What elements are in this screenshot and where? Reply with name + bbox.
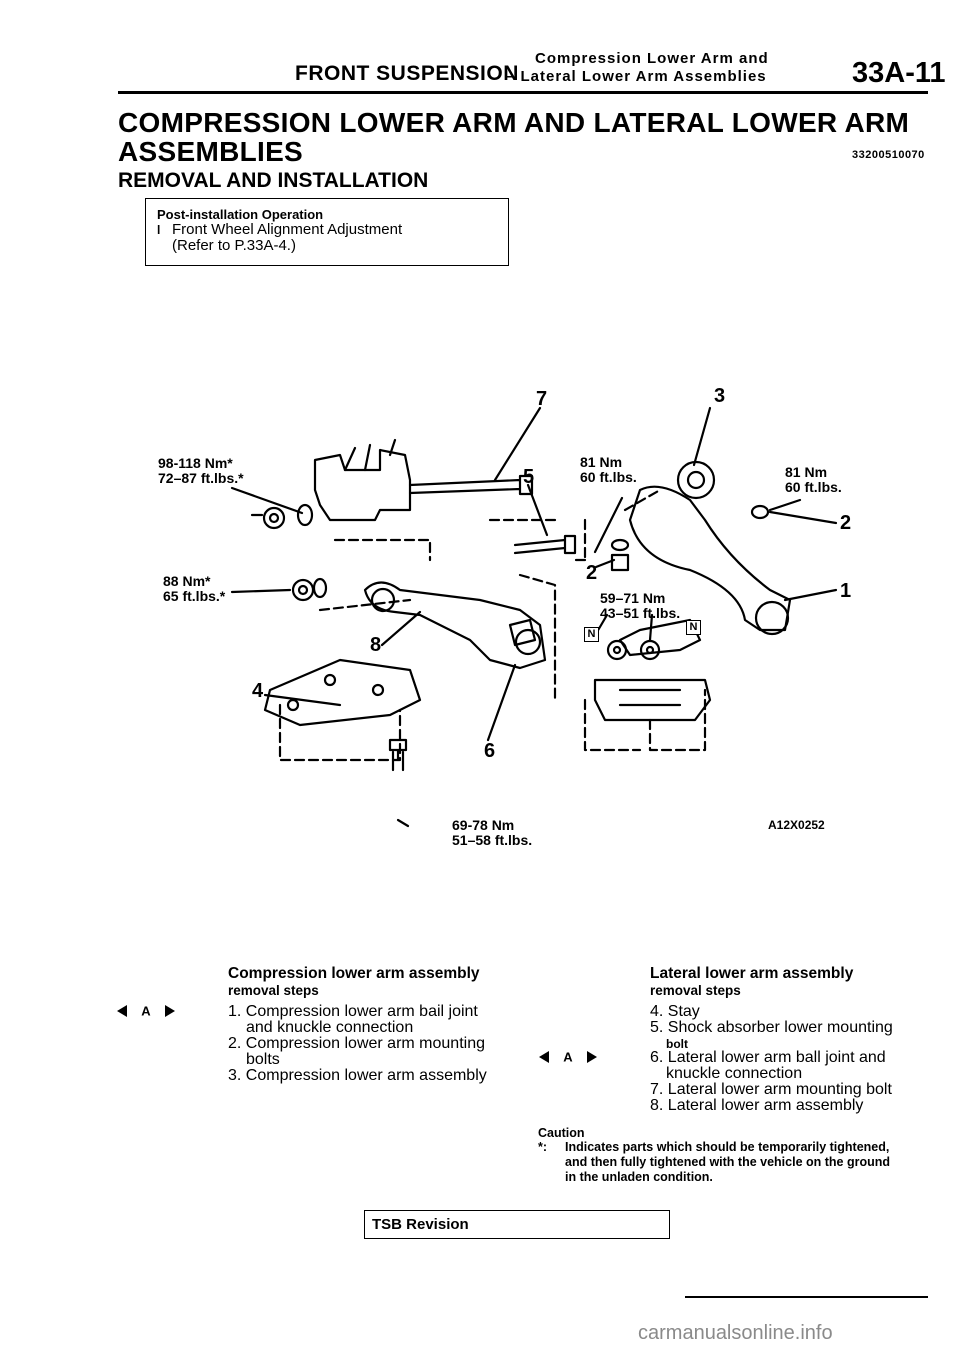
service-point-marker-left: A (117, 1004, 175, 1018)
post-installation-item: Front Wheel Alignment Adjustment (172, 221, 403, 238)
lateral-step-4: 4. Stay (650, 1003, 700, 1020)
torque-label-left-mid: 88 Nm* 65 ft.lbs.* (163, 573, 226, 604)
torque-label-center-top: 81 Nm 60 ft.lbs. (580, 454, 637, 485)
callout-2-left: 2 (586, 562, 598, 584)
post-installation-reference: (Refer to P.33A-4.) (172, 237, 296, 254)
compression-heading: Compression lower arm assembly (228, 965, 480, 982)
marker-letter: A (563, 1050, 573, 1064)
marker-letter: A (141, 1004, 151, 1018)
page-number: 33A-11 (852, 57, 946, 89)
compression-step-1-cont: and knuckle connection (246, 1019, 414, 1036)
figure-code: A12X0252 (768, 818, 825, 832)
service-point-marker-right: A (539, 1050, 597, 1064)
nut-mark-right: N (686, 620, 701, 635)
tsb-revision-box: TSB Revision (364, 1210, 670, 1239)
compression-step-1: 1. Compression lower arm bail joint (228, 1003, 478, 1020)
lateral-step-5: 5. Shock absorber lower mounting (650, 1019, 893, 1036)
compression-step-2-cont: bolts (246, 1051, 280, 1068)
compression-step-2: 2. Compression lower arm mounting (228, 1035, 485, 1052)
caution-heading: Caution (538, 1126, 585, 1140)
lateral-step-6: 6. Lateral lower arm ball joint and (650, 1049, 886, 1066)
watermark: carmanualsonline.info (638, 1322, 833, 1344)
torque-label-left-top: 98-118 Nm* 72–87 ft.lbs.* (158, 455, 244, 486)
callout-3: 3 (714, 385, 726, 407)
nut-mark-left: N (584, 627, 599, 642)
callout-1: 1 (840, 580, 852, 602)
caution-line-3: in the unladen condition. (565, 1170, 713, 1184)
lateral-step-8: 8. Lateral lower arm assembly (650, 1097, 864, 1114)
callout-4: 4 (252, 680, 264, 702)
document-number: 33200510070 (852, 149, 925, 161)
header-line2: – Lateral Lower Arm Assemblies (506, 68, 767, 85)
page-title-line2: ASSEMBLIES (118, 136, 304, 167)
caution-line-1: Indicates parts which should be temporar… (565, 1140, 890, 1154)
callout-8: 8 (370, 634, 382, 656)
compression-subheading: removal steps (228, 983, 319, 998)
torque-label-right-top: 81 Nm 60 ft.lbs. (785, 464, 842, 495)
post-installation-heading: Post-installation Operation (157, 207, 324, 222)
section-subtitle: REMOVAL AND INSTALLATION (118, 169, 429, 192)
footer-rule (685, 1296, 928, 1298)
caution-symbol: *: (538, 1140, 548, 1154)
callout-6: 6 (484, 740, 496, 762)
suspension-exploded-diagram (230, 406, 838, 828)
torque-label-bottom: 69-78 Nm 51–58 ft.lbs. (452, 817, 533, 848)
torque-label-right-mid: 59–71 Nm 43–51 ft.lbs. (600, 590, 681, 621)
lateral-subheading: removal steps (650, 983, 741, 998)
page-title-line1: COMPRESSION LOWER ARM AND LATERAL LOWER … (118, 107, 910, 138)
post-installation-box: Post-installation Operation l Front Whee… (145, 198, 509, 266)
header-rule (118, 91, 928, 94)
callout-2-right: 2 (840, 512, 852, 534)
callout-5: 5 (523, 466, 535, 488)
lateral-step-5-cont: bolt (666, 1037, 688, 1051)
section-title: FRONT SUSPENSION (295, 62, 519, 85)
caution-line-2: and then fully tightened with the vehicl… (565, 1155, 890, 1169)
tsb-revision-label: TSB Revision (372, 1216, 469, 1233)
callout-7: 7 (536, 388, 548, 410)
lateral-heading: Lateral lower arm assembly (650, 965, 854, 982)
bullet-icon: l (157, 223, 161, 237)
header-line1: Compression Lower Arm and (535, 50, 769, 67)
lateral-step-6-cont: knuckle connection (666, 1065, 803, 1082)
lateral-step-7: 7. Lateral lower arm mounting bolt (650, 1081, 892, 1098)
compression-step-3: 3. Compression lower arm assembly (228, 1067, 487, 1084)
